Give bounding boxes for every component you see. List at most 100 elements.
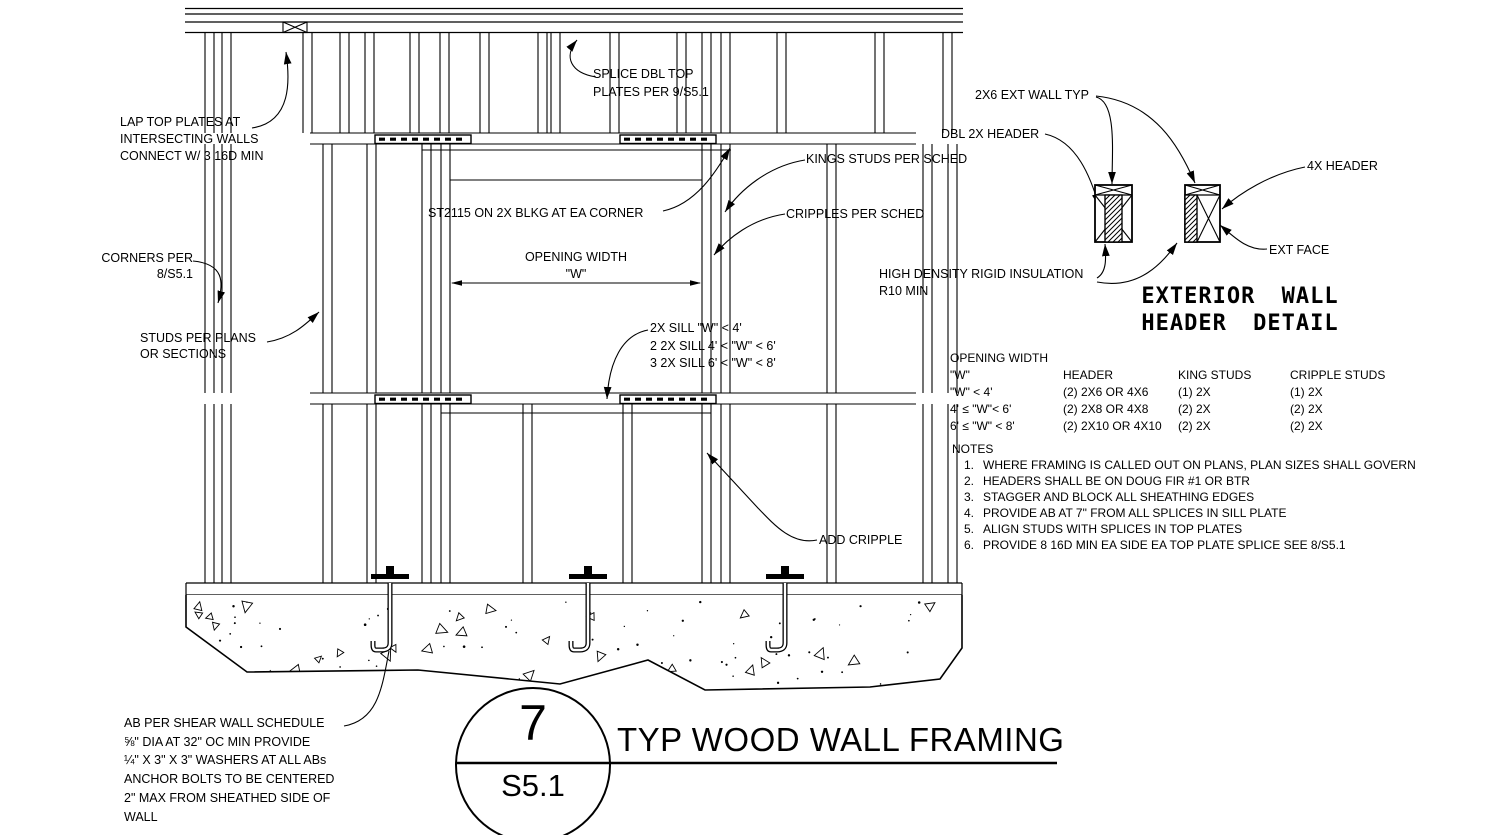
note-text: ALIGN STUDS WITH SPLICES IN TOP PLATES — [983, 522, 1243, 536]
column-header: KING STUDS — [1178, 368, 1252, 382]
note-text: HEADERS SHALL BE ON DOUG FIR #1 OR BTR — [983, 474, 1250, 488]
strap-plates — [374, 134, 717, 405]
header-detail-dbl-2x — [1094, 184, 1133, 243]
leader-lines — [192, 39, 1306, 727]
note-number: 6. — [963, 538, 974, 552]
cell: (2) 2X — [1290, 402, 1323, 416]
note-line: 2 2X SILL 4' < "W" < 6' — [650, 338, 776, 353]
note-line: AB PER SHEAR WALL SCHEDULE — [124, 716, 325, 730]
sill-band — [310, 392, 916, 414]
dimension-text: "W" — [565, 267, 587, 281]
ext-wall-typ-note: 2X6 EXT WALL TYP — [975, 88, 1089, 102]
lap-top-plates-note: LAP TOP PLATES AT INTERSECTING WALLS CON… — [120, 114, 264, 165]
note-item: 6. PROVIDE 8 16D MIN EA SIDE EA TOP PLAT… — [952, 537, 1416, 553]
top-plate-splice-block — [282, 21, 308, 34]
note-line: ⅝" DIA AT 32" OC MIN PROVIDE — [124, 734, 311, 749]
note-line: ¼" X 3" X 3" WASHERS AT ALL ABs — [124, 753, 327, 768]
note-line: PLATES PER 9/S5.1 — [593, 84, 709, 99]
note-line: 3 2X SILL 6' < "W" < 8' — [650, 356, 776, 370]
note-line: LAP TOP PLATES AT — [120, 115, 241, 129]
note-number: 5. — [963, 522, 974, 536]
header-detail-title: EXTERIOR WALL HEADER DETAIL — [1115, 283, 1365, 337]
cell: (2) 2X8 OR 4X8 — [1063, 402, 1149, 416]
header-schedule-table: OPENING WIDTH "W" HEADER KING STUDS CRIP… — [950, 350, 1385, 435]
general-notes: NOTES 1. WHERE FRAMING IS CALLED OUT ON … — [952, 441, 1416, 553]
st2115-note: ST2115 ON 2X BLKG AT EA CORNER — [428, 206, 644, 220]
top-plates — [185, 7, 963, 34]
column-header: HEADER — [1063, 368, 1114, 382]
note-text: PROVIDE 8 16D MIN EA SIDE EA TOP PLATE S… — [983, 538, 1346, 552]
dbl-2x-header-note: DBL 2X HEADER — [941, 127, 1040, 141]
note-text: WHERE FRAMING IS CALLED OUT ON PLANS, PL… — [983, 458, 1416, 472]
anchor-bolts — [370, 566, 804, 653]
dimension-text: OPENING WIDTH — [524, 250, 628, 264]
cell: 4' ≤ "W"< 6' — [950, 402, 1012, 416]
anchor-bolt-note: AB PER SHEAR WALL SCHEDULE ⅝" DIA AT 32"… — [124, 714, 334, 826]
note-line: 8/S5.1 — [156, 266, 193, 281]
opening-width-label: OPENING WIDTH "W" — [450, 249, 702, 283]
opening-width-dimension — [451, 280, 701, 286]
column-header: CRIPPLE STUDS — [1290, 368, 1386, 382]
note-line: R10 MIN — [879, 284, 929, 298]
king-studs-note: KINGS STUDS PER SCHED — [806, 152, 968, 166]
note-item: 1. WHERE FRAMING IS CALLED OUT ON PLANS,… — [952, 457, 1416, 473]
studs-per-plans-note: STUDS PER PLANS OR SECTIONS — [140, 331, 256, 362]
note-line: OR SECTIONS — [140, 346, 227, 361]
notes-title: NOTES — [952, 442, 994, 456]
splice-top-plates-note: SPLICE DBL TOP PLATES PER 9/S5.1 — [593, 66, 709, 101]
note-item: 3. STAGGER AND BLOCK ALL SHEATHING EDGES — [952, 489, 1416, 505]
cell: (2) 2X6 OR 4X6 — [1063, 385, 1149, 399]
detail-number[interactable]: 7 — [519, 695, 547, 751]
note-line: ANCHOR BOLTS TO BE CENTERED — [124, 772, 335, 787]
note-line: CONNECT W/ 3 16D MIN — [120, 149, 264, 163]
note-line: SPLICE DBL TOP — [593, 67, 694, 81]
cell: (2) 2X10 OR 4X10 — [1063, 419, 1162, 433]
title-line: HEADER DETAIL — [1141, 311, 1339, 336]
note-item: 4. PROVIDE AB AT 7" FROM ALL SPLICES IN … — [952, 505, 1416, 521]
corners-note: CORNERS PER 8/S5.1 — [93, 251, 193, 282]
note-item: 2. HEADERS SHALL BE ON DOUG FIR #1 OR BT… — [952, 473, 1416, 489]
note-line: STUDS PER PLANS — [140, 331, 257, 345]
add-cripple-note: ADD CRIPPLE — [819, 533, 903, 547]
header-detail-4x — [1184, 184, 1221, 243]
column-header: "W" — [950, 368, 970, 382]
note-number: 4. — [963, 506, 974, 520]
detail-title: TYP WOOD WALL FRAMING — [617, 721, 1065, 758]
cell: "W" < 4' — [950, 385, 993, 399]
cell: (1) 2X — [1178, 385, 1211, 399]
cripples-note: CRIPPLES PER SCHED — [786, 207, 925, 221]
concrete-foundation — [185, 595, 963, 691]
concrete-stipple — [193, 600, 949, 688]
cell: (2) 2X — [1178, 419, 1211, 433]
cell: 6' ≤ "W" < 8' — [950, 419, 1015, 433]
note-number: 3. — [963, 490, 974, 504]
bottom-plate — [185, 582, 963, 596]
note-item: 5. ALIGN STUDS WITH SPLICES IN TOP PLATE… — [952, 521, 1416, 537]
note-line: 2X SILL "W" < 4' — [650, 321, 742, 335]
schedule-header-row: "W" HEADER KING STUDS CRIPPLE STUDS — [950, 367, 1385, 384]
schedule-caption: OPENING WIDTH — [950, 351, 1048, 365]
wall-studs — [204, 33, 958, 583]
note-line: INTERSECTING WALLS — [120, 132, 259, 146]
4x-header-note: 4X HEADER — [1307, 159, 1378, 173]
detail-callout-bubble[interactable] — [455, 687, 1057, 835]
note-text: PROVIDE AB AT 7" FROM ALL SPLICES IN SIL… — [983, 506, 1287, 520]
title-line: EXTERIOR WALL — [1141, 284, 1339, 309]
sill-schedule-note: 2X SILL "W" < 4' 2 2X SILL 4' < "W" < 6'… — [650, 320, 776, 373]
cell: (2) 2X — [1178, 402, 1211, 416]
note-text: STAGGER AND BLOCK ALL SHEATHING EDGES — [983, 490, 1255, 504]
schedule-row: "W" < 4' (2) 2X6 OR 4X6 (1) 2X (1) 2X — [950, 384, 1385, 401]
detail-sheet-number[interactable]: S5.1 — [501, 768, 565, 803]
note-number: 2. — [963, 474, 974, 488]
cell: (1) 2X — [1290, 385, 1323, 399]
note-line: WALL — [124, 809, 158, 824]
schedule-row: 6' ≤ "W" < 8' (2) 2X10 OR 4X10 (2) 2X (2… — [950, 418, 1385, 435]
note-line: 2" MAX FROM SHEATHED SIDE OF — [124, 790, 331, 805]
note-number: 1. — [963, 458, 974, 472]
schedule-row: 4' ≤ "W"< 6' (2) 2X8 OR 4X8 (2) 2X (2) 2… — [950, 401, 1385, 418]
rigid-insulation-note: HIGH DENSITY RIGID INSULATION R10 MIN — [879, 266, 1083, 300]
note-line: HIGH DENSITY RIGID INSULATION — [879, 267, 1084, 281]
ext-face-note: EXT FACE — [1269, 243, 1330, 257]
